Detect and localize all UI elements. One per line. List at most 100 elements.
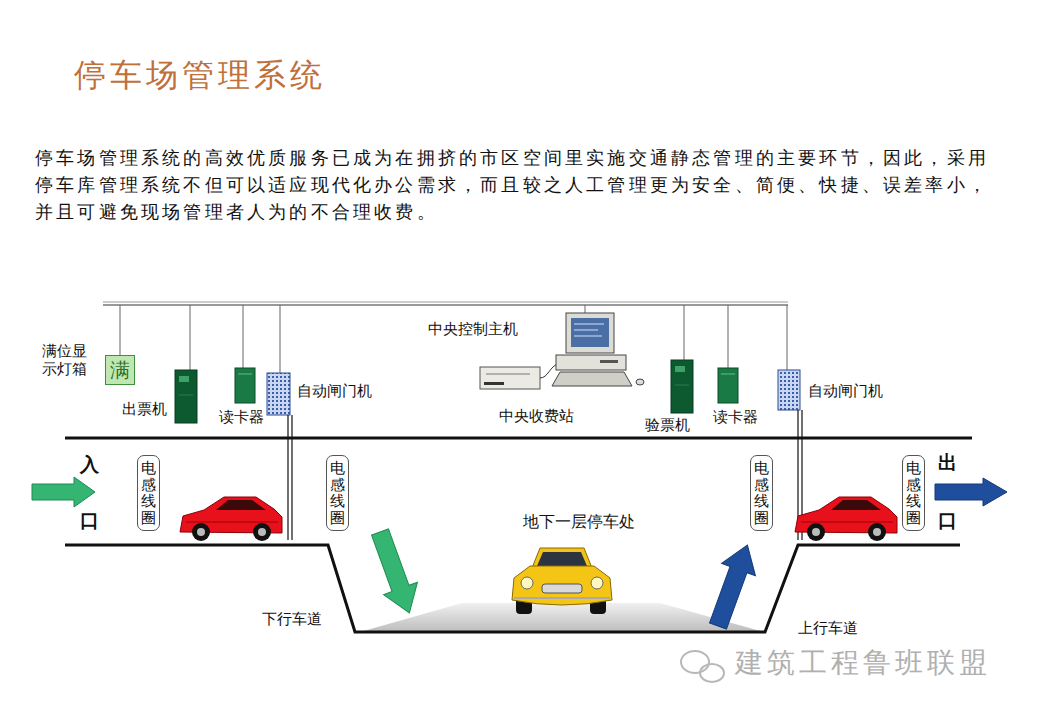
yellow-car [591,577,603,589]
node-text: 电感线圈 [906,460,921,526]
red-car [216,500,266,510]
induction-coil-box: 电感线圈 [750,455,773,531]
red-car [812,528,820,536]
ticket-machine [179,395,193,396]
control-bus [280,305,281,373]
red-car [807,523,825,541]
device-label: 读卡器 [219,408,264,426]
red-car [253,523,271,541]
direction-arrow [363,526,426,619]
full-indicator-box: 满 [105,355,135,385]
watermark: 建筑工程鲁班联盟 [735,646,991,680]
node-text: 满 [110,358,130,382]
device-label: 自动闸门机 [808,382,883,400]
ticket-checker [671,360,693,413]
red-car [801,522,893,523]
yellow-car [532,548,592,568]
card-reader [721,374,735,375]
induction-coil-box: 电感线圈 [902,455,925,531]
red-car [180,497,282,541]
node-text: 电感线圈 [330,460,345,526]
ticket-checker [675,385,689,386]
control-bus [585,305,586,313]
central-computer [600,360,618,363]
ticket-machine [175,370,197,423]
central-computer [566,313,614,353]
yellow-car [537,552,587,566]
direction-arrow [935,478,1007,506]
ticket-machine [179,376,189,382]
entrance-label: 口 [80,510,99,531]
yellow-car [542,584,582,593]
control-bus [684,305,685,360]
direction-arrow [32,477,1007,632]
card-reader [718,368,738,403]
central-computer [486,374,530,375]
device-label: 验票机 [645,416,690,434]
ticket-checker [675,366,685,372]
induction-coil-box: 电感线圈 [137,455,160,531]
central-computer [574,336,602,337]
red-car [192,523,210,541]
lane-label: 下行车道 [262,610,322,628]
red-car [258,528,266,536]
lane-label: 上行车道 [798,619,858,637]
direction-arrow [701,539,764,632]
central-computer [571,318,609,347]
yellow-car [521,577,533,589]
area-label: 地下一层停车处 [523,512,635,531]
ticket-checker [671,360,693,413]
control-bus [787,305,788,370]
central-computer [636,379,644,385]
card-reader [718,368,738,403]
device-label: 读卡器 [713,408,758,426]
card-reader [238,374,252,375]
entrance-label: 入 [80,454,99,475]
red-car [197,528,205,536]
control-bus [728,305,729,368]
road [65,437,972,440]
yellow-car [514,597,610,599]
device-label: 出票机 [122,400,167,418]
central-computer [556,355,626,370]
device-label: 中央控制主机 [428,320,518,338]
control-bus [190,305,191,370]
road [65,438,972,632]
node-text: 电感线圈 [754,460,769,526]
exit-label: 口 [938,510,957,531]
direction-arrow [32,477,95,507]
exit-label: 出 [938,452,957,473]
induction-coil-box: 电感线圈 [326,455,349,531]
control-bus [103,304,788,306]
ticket-machine [175,370,197,423]
gate-machine [291,415,292,540]
page-title: 停车场管理系统 [74,56,326,94]
central-computer [574,330,598,331]
watermark-icon [681,651,724,682]
control-bus [120,305,121,355]
central-computer [574,324,604,325]
control-bus [243,305,244,368]
control-bus [103,302,788,303]
red-car [186,522,278,523]
central-computer [484,382,504,385]
yellow-car [512,566,612,605]
road [65,545,960,632]
gate-machine [778,370,802,540]
device-label: 满位显 示灯箱 [42,342,92,378]
central-computer [540,364,558,378]
red-car [873,528,881,536]
device-label: 自动闸门机 [297,382,372,400]
red-car [831,500,881,510]
gate-machine [287,415,288,540]
gate-machine [267,373,290,415]
central-computer [552,372,632,386]
gate-machine [778,370,800,410]
yellow-car [512,548,612,614]
device-label: 中央收费站 [499,407,574,425]
red-car [795,497,897,541]
intro-paragraph: 停车场管理系统的高效优质服务已成为在拥挤的市区空间里实施交通静态管理的主要环节，… [35,144,997,225]
node-text: 电感线圈 [141,460,156,526]
road [360,603,764,632]
